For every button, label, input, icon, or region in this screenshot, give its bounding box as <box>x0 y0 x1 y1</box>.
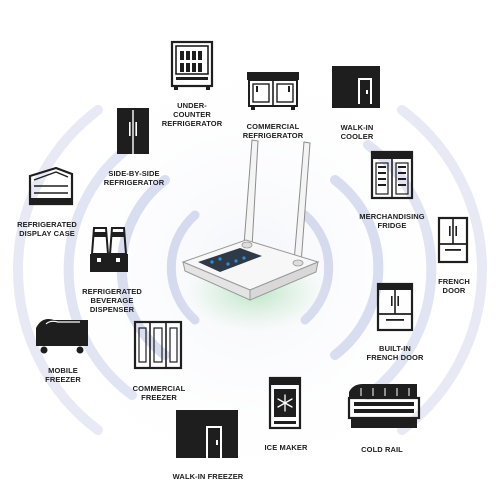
label-french-door: FRENCH DOOR <box>438 277 470 295</box>
beverage-dispenser-icon <box>90 227 128 272</box>
ice-maker-icon <box>268 376 302 430</box>
label-walk-in-cooler: WALK-IN COOLER <box>340 123 374 141</box>
cold-rail-icon <box>347 384 421 428</box>
commercial-refrigerator-icon <box>247 72 299 110</box>
label-walk-in-freezer: WALK-IN FREEZER <box>172 472 244 481</box>
under-counter-refrigerator-icon <box>170 40 214 90</box>
label-mobile-freezer: MOBILE FREEZER <box>45 366 81 384</box>
walk-in-cooler-icon <box>332 66 380 108</box>
walk-in-freezer-icon <box>176 410 238 458</box>
merchandising-fridge-icon <box>370 150 414 200</box>
wifi-router-icon <box>181 139 320 301</box>
label-cold-rail: COLD RAIL <box>361 445 403 454</box>
label-ice-maker: ICE MAKER <box>264 443 308 452</box>
refrigerated-display-case-icon <box>28 166 74 206</box>
built-in-french-door-icon <box>376 282 414 332</box>
side-by-side-refrigerator-icon <box>117 108 149 154</box>
french-door-icon <box>437 216 469 264</box>
commercial-freezer-icon <box>133 320 183 370</box>
mobile-freezer-icon <box>36 319 88 354</box>
